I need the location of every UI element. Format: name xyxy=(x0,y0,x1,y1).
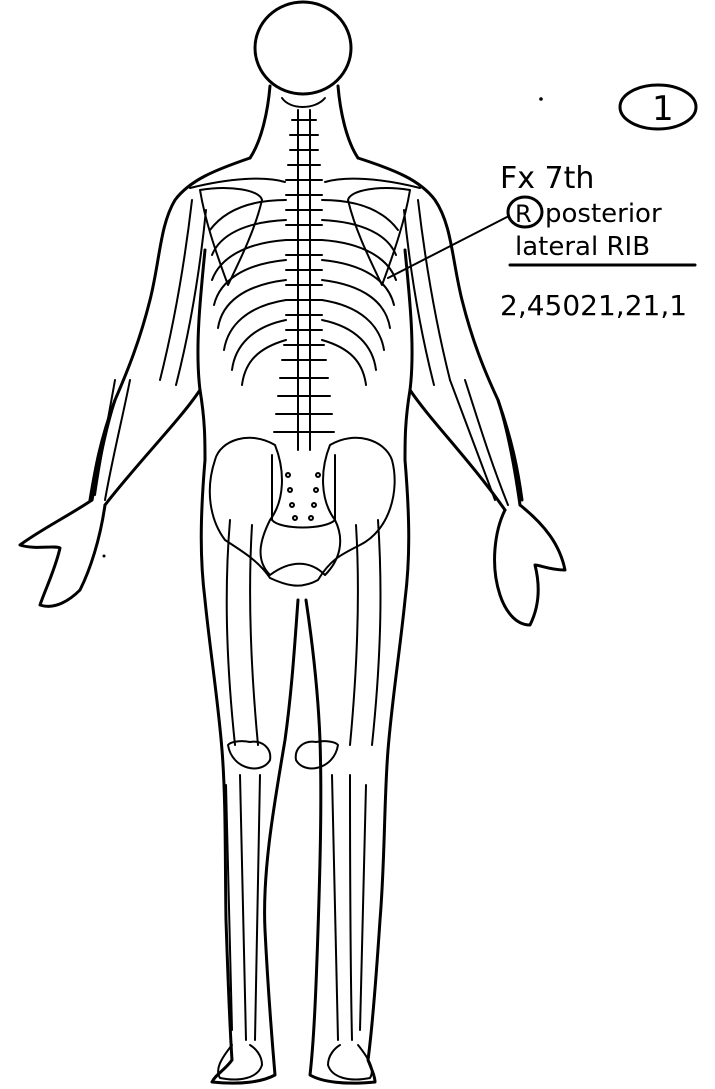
right-ribs xyxy=(322,200,398,385)
sacrum xyxy=(286,473,320,520)
fracture-label: Fx 7th xyxy=(500,161,594,196)
stray-dot xyxy=(539,97,543,101)
location-label: posterior xyxy=(545,199,662,229)
annotation: 1 Fx 7th R posterior lateral RIB 2,45021… xyxy=(103,85,697,558)
left-ribs xyxy=(210,200,286,385)
diagnosis-code: 2,45021,21,1 xyxy=(500,289,687,322)
stray-dot xyxy=(103,555,106,558)
skeleton xyxy=(95,98,508,1079)
side-marker: R xyxy=(515,200,532,228)
pelvis xyxy=(210,438,395,586)
rib-label: lateral RIB xyxy=(515,232,650,262)
page-number: 1 xyxy=(652,89,674,129)
